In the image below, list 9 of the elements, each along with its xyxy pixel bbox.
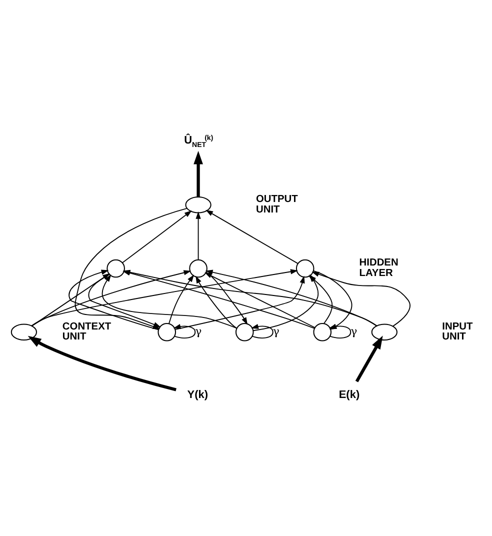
edge-label: γ <box>195 324 202 338</box>
label: OUTPUT UNIT <box>256 194 298 215</box>
label: HIDDEN LAYER <box>359 257 398 278</box>
node-text: Y(k) <box>187 388 208 400</box>
edge-label: γ <box>272 324 280 338</box>
node-text: E(k) <box>338 388 360 400</box>
edge-label: γ <box>350 324 358 338</box>
label: INPUT UNIT <box>442 320 473 342</box>
label: CONTEXT UNIT <box>62 320 112 342</box>
